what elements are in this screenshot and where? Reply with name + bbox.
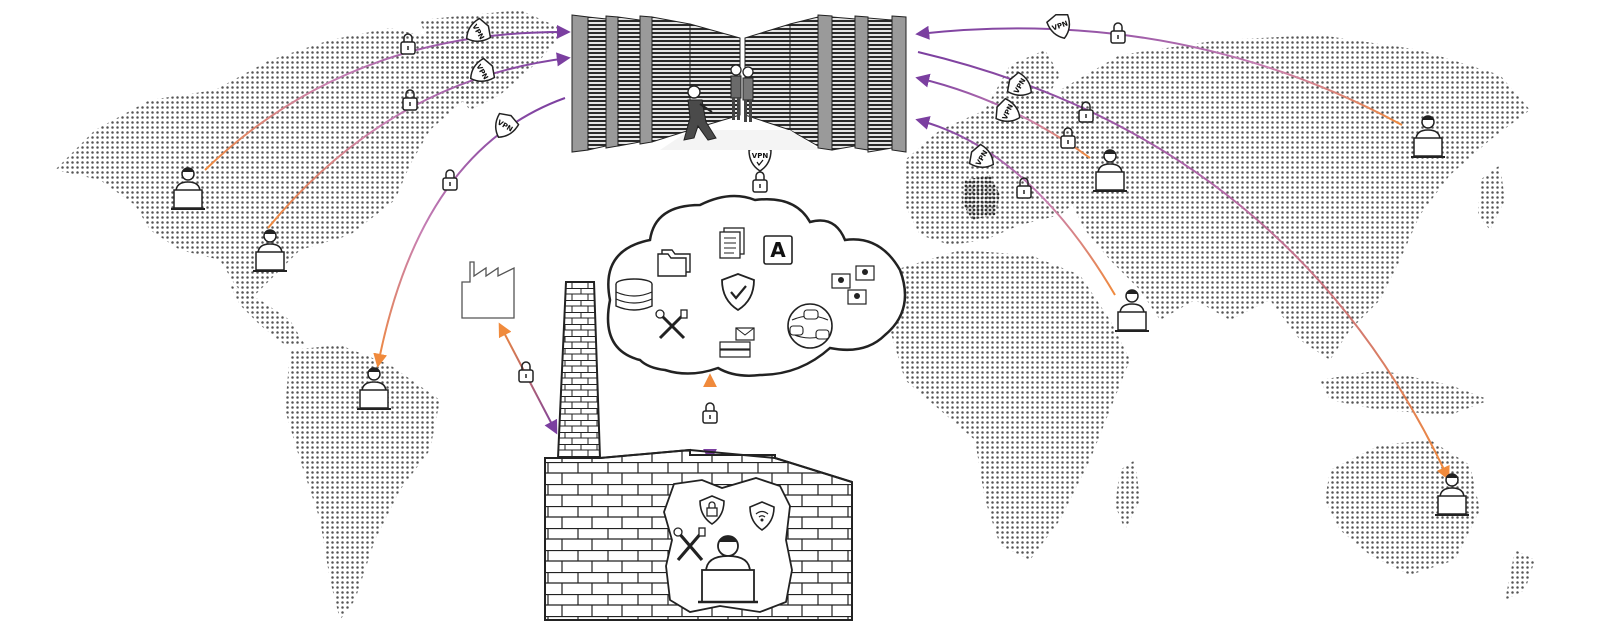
continent-central-america <box>230 285 305 345</box>
lock-icon <box>442 169 458 191</box>
shield-wifi-icon <box>749 501 775 531</box>
small-factory-icon <box>461 261 515 319</box>
server-mail-icon <box>719 327 755 358</box>
database-icon <box>615 278 653 311</box>
germany-highlight <box>962 175 1000 220</box>
chat-globe-icon <box>787 303 833 349</box>
continent-greenland <box>420 10 565 110</box>
continent-south-america <box>285 345 440 620</box>
vpn-shield-icon: VPN <box>488 109 522 144</box>
vpn-shield-icon: VPN <box>965 141 1000 175</box>
vpn-shield-icon: VPN <box>748 145 772 172</box>
arc-na-west-to-datacenter <box>204 24 571 171</box>
shield-check-icon <box>721 273 755 312</box>
server-racks-right <box>744 14 907 153</box>
document-icon <box>719 227 745 259</box>
arc-middle-east-to-datacenter <box>915 116 1116 296</box>
continent-new-zealand <box>1505 550 1535 600</box>
svg-text:A: A <box>770 238 786 262</box>
technician-kneeling <box>683 85 717 141</box>
vpn-shield-icon: VPN <box>991 96 1026 129</box>
folder-icon <box>657 249 691 277</box>
continent-africa <box>890 250 1130 560</box>
arc-east-asia-to-datacenter <box>915 25 1403 126</box>
vpn-shield-icon: VPN <box>464 55 499 89</box>
factory-tools-icon <box>673 527 706 562</box>
shield-lock-icon <box>699 495 725 525</box>
svg-text:VPN: VPN <box>752 152 769 160</box>
arc-datacenter-to-south-america <box>373 97 566 368</box>
tools-icon <box>655 309 688 340</box>
security-badges: VPN VPN VPN VPN VPN VPN VPN <box>400 10 1126 424</box>
arc-na-east-to-datacenter <box>267 52 571 229</box>
continent-southeast-asia <box>1320 370 1490 415</box>
vpn-shield-icon: VPN <box>460 15 495 49</box>
factory-chimney <box>556 281 602 459</box>
lock-icon <box>1110 22 1126 44</box>
technician-standing <box>730 64 754 122</box>
vpn-shield-icon: VPN <box>1003 69 1038 103</box>
continent-asia <box>1060 35 1530 360</box>
continent-north-america <box>55 28 500 300</box>
vpn-shield-icon: VPN <box>1044 10 1076 43</box>
remote-user-icon <box>1114 289 1150 332</box>
main-factory <box>544 281 853 621</box>
cloud-services: A <box>606 194 907 377</box>
continent-uk <box>932 140 958 185</box>
data-center <box>571 14 907 153</box>
video-call-icon <box>831 265 875 305</box>
factory-worker-icon <box>698 535 758 604</box>
continent-japan <box>1478 165 1505 230</box>
continent-madagascar <box>1115 460 1140 530</box>
app-a-icon: A <box>763 235 793 265</box>
